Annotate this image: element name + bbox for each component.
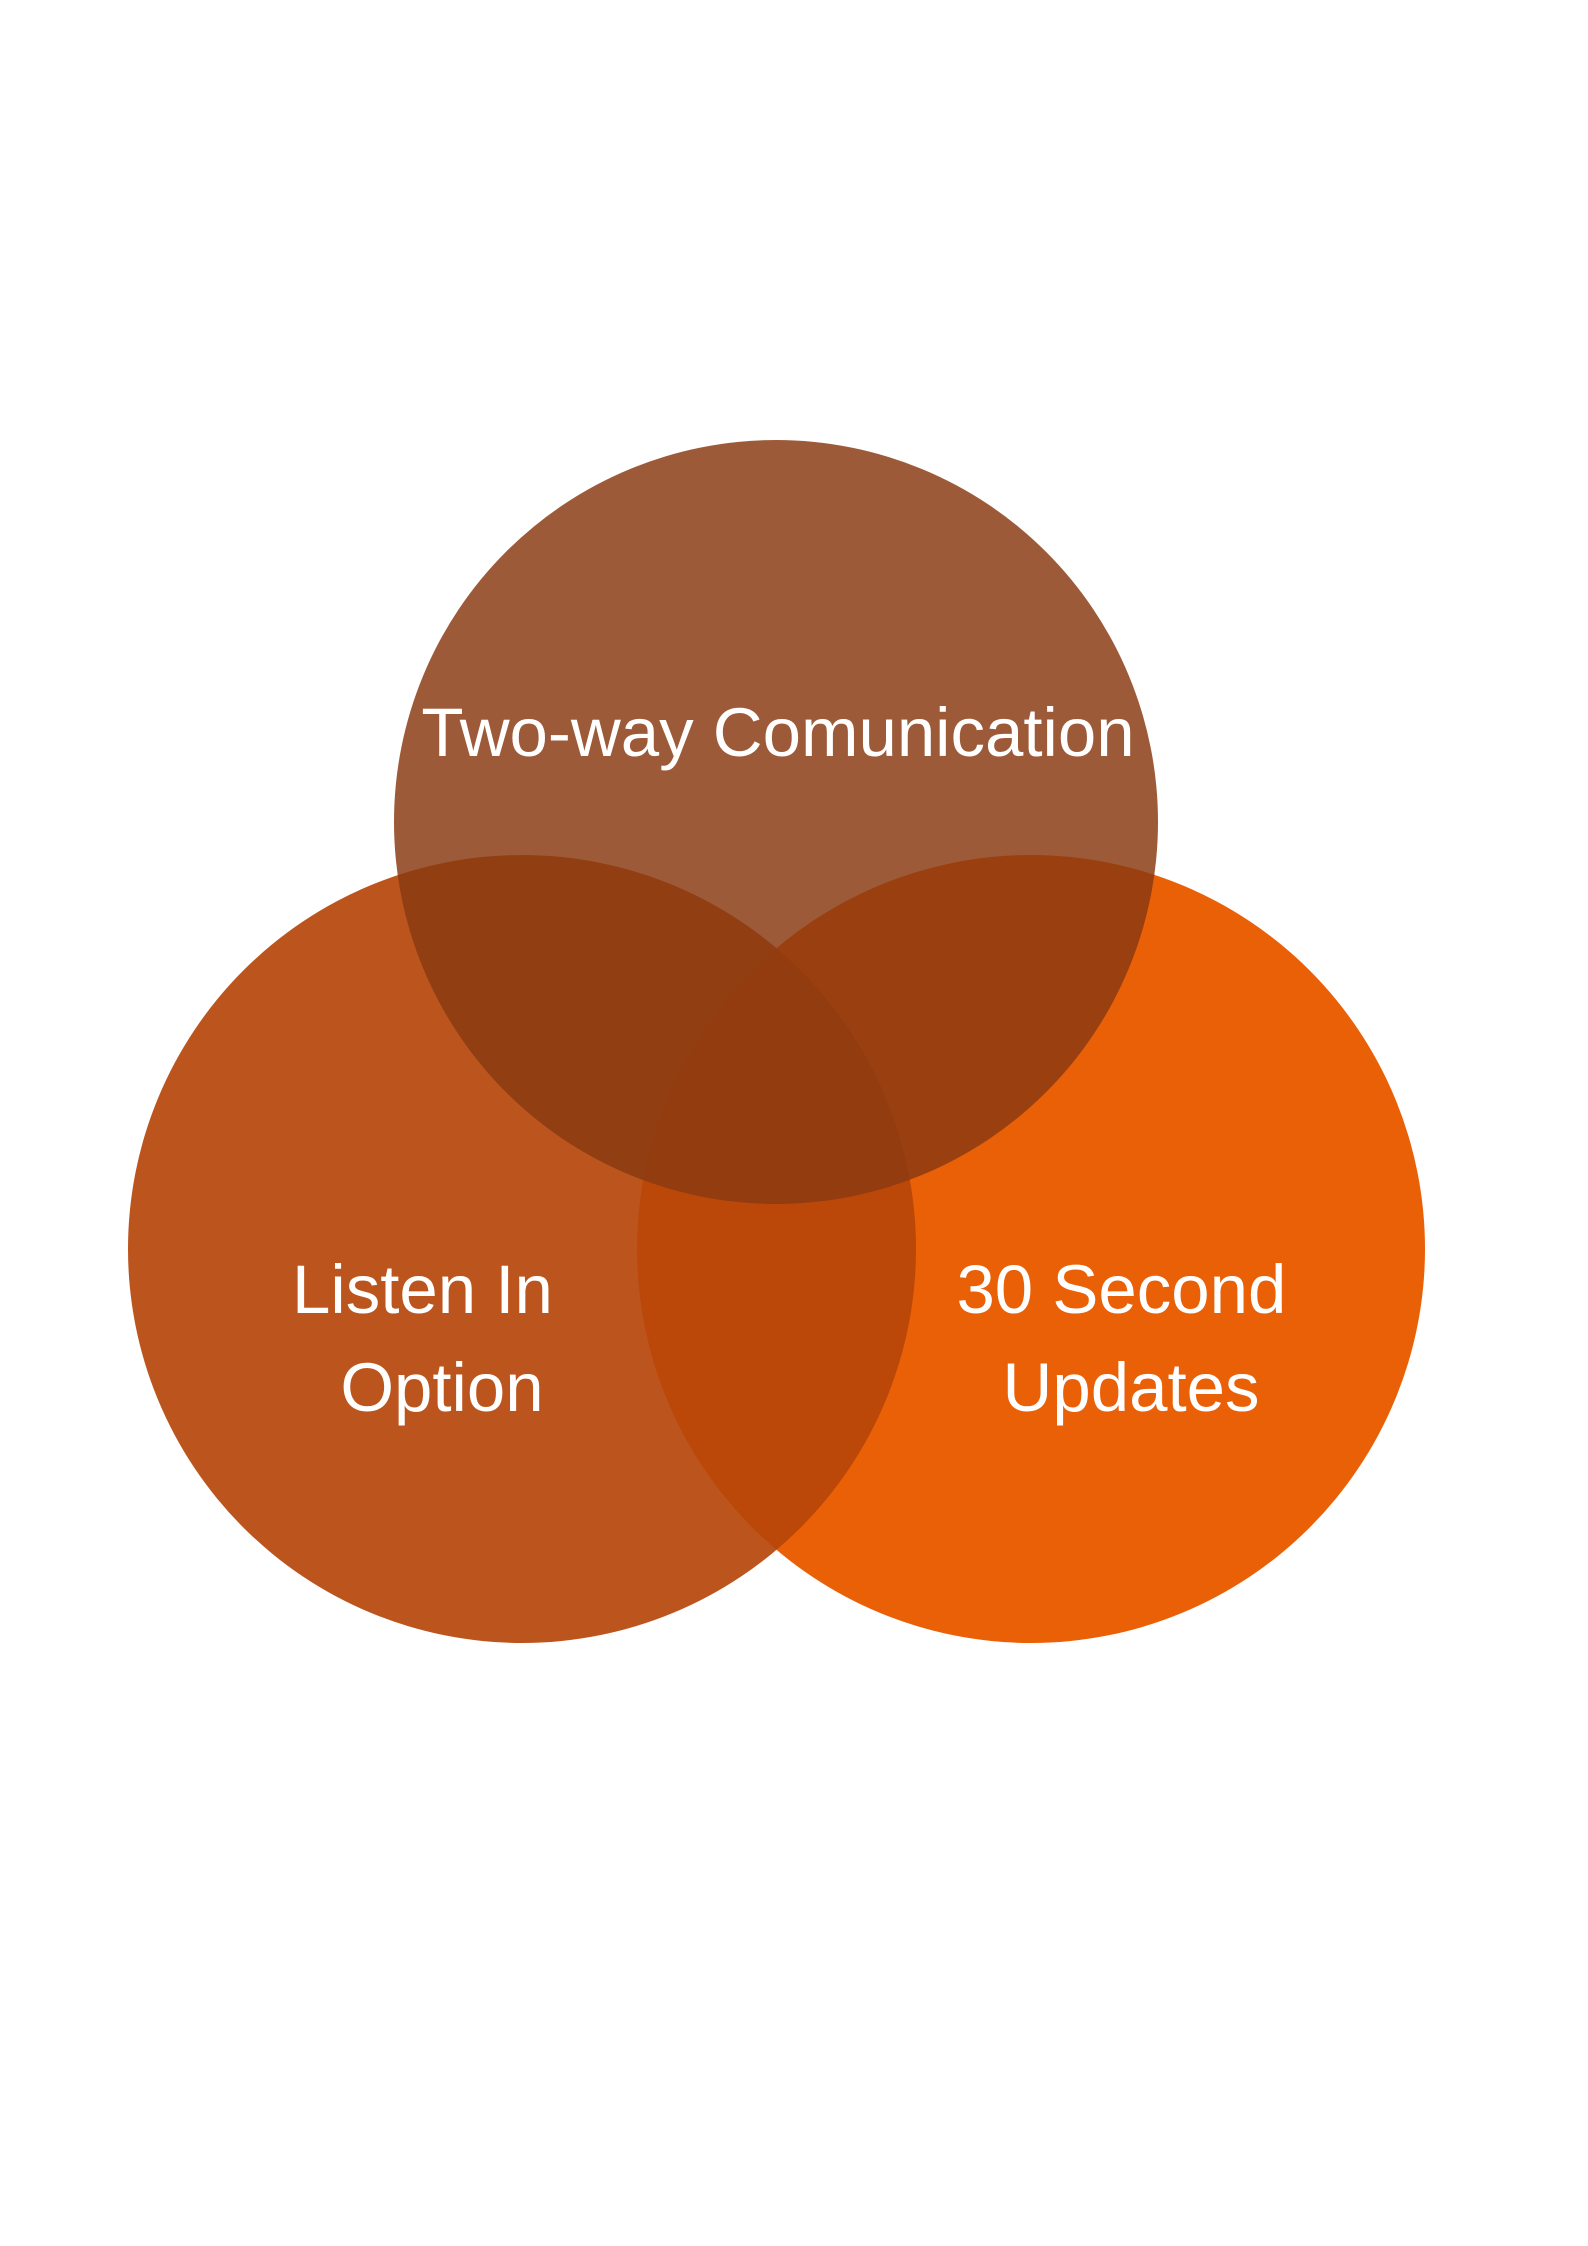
label-two-way-comunication: Two-way Comunication <box>421 694 1134 771</box>
label-listen-in-option: Listen In Option <box>292 1251 572 1426</box>
label-line: Updates <box>1003 1349 1260 1426</box>
label-line: Option <box>340 1349 543 1426</box>
circle-two-way-comunication <box>394 440 1158 1204</box>
label-line: Listen In <box>292 1251 553 1328</box>
label-30-second-updates: 30 Second Updates <box>956 1251 1305 1426</box>
label-line: 30 Second <box>956 1251 1286 1328</box>
label-line: Two-way Comunication <box>421 694 1134 771</box>
